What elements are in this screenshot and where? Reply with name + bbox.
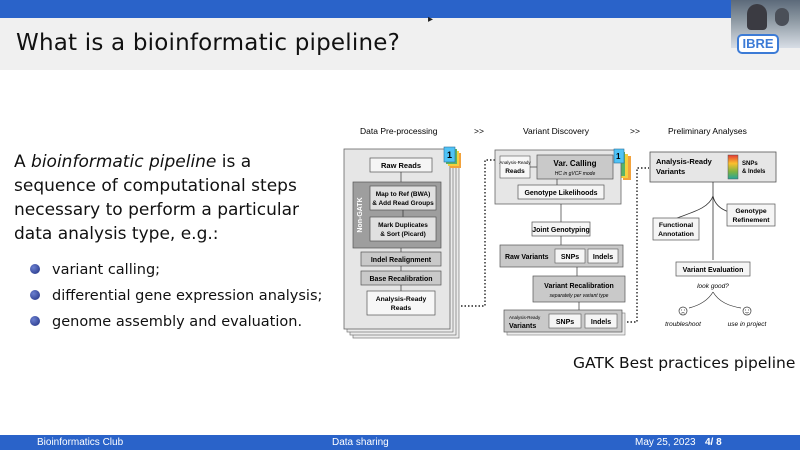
functional-annotation-box [652, 217, 700, 241]
use-in-project-label: use in project [728, 321, 768, 328]
ar-snps-box [548, 313, 582, 329]
discovery-badge: 1 [616, 152, 621, 161]
intro-text-before: A [14, 152, 32, 172]
var-calling-label: Var. Calling [553, 159, 596, 168]
variant-heatmap-icon [727, 154, 739, 180]
stage-discovery: Variant Discovery [523, 126, 590, 136]
base-recalibration-label: Base Recalibration [369, 276, 432, 283]
geno-line1: Genotype [735, 208, 767, 215]
list-item: genome assembly and evaluation. [30, 310, 322, 336]
look-good-question: look good? [697, 283, 729, 290]
func-line1: Functional [659, 222, 693, 229]
figure-caption: GATK Best practices pipeline [573, 354, 796, 372]
func-line2: Annotation [658, 231, 694, 238]
ar-variants-line2: Variants [509, 323, 536, 330]
happy-face-icon [742, 306, 752, 316]
analysis-ar-line2: Variants [656, 167, 685, 176]
analysis-ar-line1: Analysis-Ready [656, 157, 713, 166]
snps-indels-line1: SNPs [742, 161, 758, 167]
intro-paragraph: A bioinformatic pipeline is a sequence o… [14, 150, 324, 246]
map-to-ref-box [369, 185, 437, 211]
bullet-list: variant calling; differential gene expre… [30, 258, 322, 336]
indel-realignment-label: Indel Realignment [371, 257, 432, 264]
footer-center: Data sharing [332, 437, 389, 448]
top-accent-bar [0, 0, 800, 18]
intro-emphasis: bioinformatic pipeline [31, 152, 217, 172]
bullet-icon [30, 264, 40, 274]
dotted-connector [627, 167, 649, 323]
bullet-text: differential gene expression analysis; [52, 288, 323, 304]
variant-evaluation-label: Variant Evaluation [683, 267, 744, 274]
analysis-ready-reads-box [366, 290, 436, 316]
sad-face-icon [678, 306, 688, 316]
raw-reads-label: Raw Reads [381, 161, 421, 170]
ar-indels-label: Indels [591, 319, 611, 326]
file-stack-icon [443, 146, 461, 168]
discovery-ar-line1: Analysis-Ready [499, 160, 531, 165]
mark-line2: & Sort (Picard) [380, 231, 426, 238]
page-number[interactable]: 4/ 8 [705, 437, 722, 448]
stage-separator: >> [474, 126, 484, 136]
gatk-pipeline-diagram: Data Pre-processing >> Variant Discovery… [343, 126, 777, 339]
var-calling-box [536, 154, 614, 180]
ready-reads-line1: Analysis-Ready [376, 296, 427, 303]
troubleshoot-label: troubleshoot [665, 321, 702, 328]
map-line1: Map to Ref (BWA) [376, 191, 431, 198]
joint-genotyping-label: Joint Genotyping [532, 227, 590, 234]
stage-analyses: Preliminary Analyses [668, 126, 747, 136]
footer-bar: Bioinformatics Club Data sharing May 25,… [0, 435, 800, 450]
var-calling-sub: HC in gVCF mode [555, 171, 596, 177]
bullet-icon [30, 316, 40, 326]
genotype-likelihoods-label: Genotype Likelihoods [524, 190, 597, 197]
discovery-badge-box [613, 148, 625, 164]
variant-evaluation-box [675, 261, 751, 277]
raw-variants-label: Raw Variants [505, 254, 549, 261]
ready-reads-line2: Reads [391, 305, 412, 312]
title-bar [0, 18, 800, 70]
raw-indels-box [587, 248, 619, 264]
stage-separator: >> [630, 126, 640, 136]
ar-indels-box [584, 313, 618, 329]
raw-indels-label: Indels [593, 254, 613, 261]
snps-indels-line2: & Indels [742, 169, 766, 175]
genotype-likelihoods-box [517, 184, 605, 200]
bullet-icon [30, 290, 40, 300]
list-item: differential gene expression analysis; [30, 284, 322, 310]
bullet-text: genome assembly and evaluation. [52, 314, 303, 330]
stage-preprocessing: Data Pre-processing [360, 126, 438, 136]
analysis-flow-lines [676, 182, 730, 260]
ar-variants-line1: Analysis-Ready [509, 315, 541, 320]
mouse-cursor-icon: ▸ [428, 14, 434, 25]
footer-date: May 25, 2023 [635, 437, 696, 448]
raw-snps-label: SNPs [561, 254, 579, 261]
mark-line1: Mark Duplicates [378, 222, 428, 229]
footer-left: Bioinformatics Club [37, 437, 124, 448]
genotype-refinement-box [726, 203, 776, 227]
raw-snps-box [554, 248, 586, 264]
non-gatk-label: Non-GATK [357, 197, 364, 232]
map-line2: & Add Read Groups [372, 200, 434, 207]
bullet-text: variant calling; [52, 262, 161, 278]
ar-snps-label: SNPs [556, 319, 574, 326]
presenter-figure [747, 4, 767, 30]
slide-title: What is a bioinformatic pipeline? [16, 30, 400, 56]
geno-line2: Refinement [732, 217, 770, 224]
attendee-figure [775, 8, 789, 26]
mark-duplicates-box [369, 216, 437, 242]
variant-recalibration-box [532, 275, 626, 303]
variant-recalibration-sub: separately per variant type [550, 293, 609, 299]
variant-recalibration-label: Variant Recalibration [544, 283, 614, 290]
preprocessing-badge: 1 [447, 150, 452, 160]
dotted-connector [461, 159, 497, 307]
discovery-ar-line2: Reads [505, 168, 525, 175]
intro-text-after: is a sequence of computational steps nec… [14, 152, 300, 244]
list-item: variant calling; [30, 258, 322, 284]
logo: IBRE [737, 34, 779, 54]
